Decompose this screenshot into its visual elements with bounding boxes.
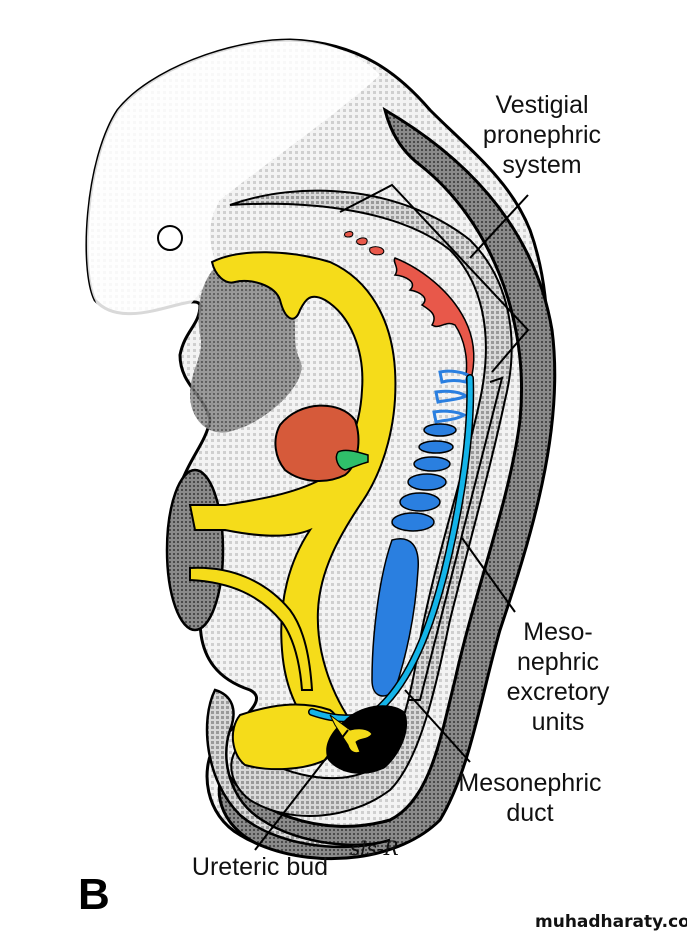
- leader-lines: [254, 183, 530, 851]
- pronephros: [344, 231, 475, 376]
- label-mesonephric-duct: Mesonephric duct: [430, 768, 630, 828]
- panel-letter: B: [78, 870, 110, 919]
- artist-signature: sls-R: [350, 836, 399, 860]
- label-line: Vestigial: [495, 91, 589, 119]
- label-ureteric-bud: Ureteric bud: [191, 853, 329, 881]
- ureteric-bud: [329, 714, 373, 754]
- label-line: excretory: [506, 678, 610, 706]
- mesonephric-units-leader: [461, 537, 516, 613]
- body-stalk: [165, 468, 225, 632]
- gut-tube: [188, 251, 397, 738]
- label-line: Meso-: [523, 618, 593, 646]
- watermark: muhadharaty.com: [535, 912, 687, 932]
- embryo-head: [86, 40, 380, 327]
- mesonephric-tubules: [371, 369, 470, 697]
- label-line: Mesonephric: [458, 769, 602, 797]
- intermediate-mesoderm-band: [229, 189, 513, 817]
- tail-region: [205, 688, 391, 849]
- label-line: duct: [506, 799, 554, 827]
- pharyngeal-region: [190, 262, 302, 433]
- ureteric-bud-leader: [254, 729, 349, 851]
- label-line: units: [531, 708, 585, 736]
- metanephric-blastema: [326, 705, 408, 774]
- label-line: nephric: [517, 648, 599, 676]
- pancreatic-bud: [335, 449, 369, 471]
- pronephric-leader: [469, 194, 529, 259]
- mesonephric-duct-leader: [404, 689, 471, 763]
- label-vestigial-pronephric-system: Vestigial pronephric system: [462, 90, 622, 180]
- label-line: pronephric: [482, 121, 602, 149]
- vitelline-duct: [189, 566, 314, 691]
- label-line: system: [502, 151, 582, 179]
- pronephric-bracket: [339, 183, 530, 373]
- label-mesonephric-excretory-units: Meso- nephric excretory units: [488, 617, 628, 737]
- otic-vesicle: [157, 225, 183, 251]
